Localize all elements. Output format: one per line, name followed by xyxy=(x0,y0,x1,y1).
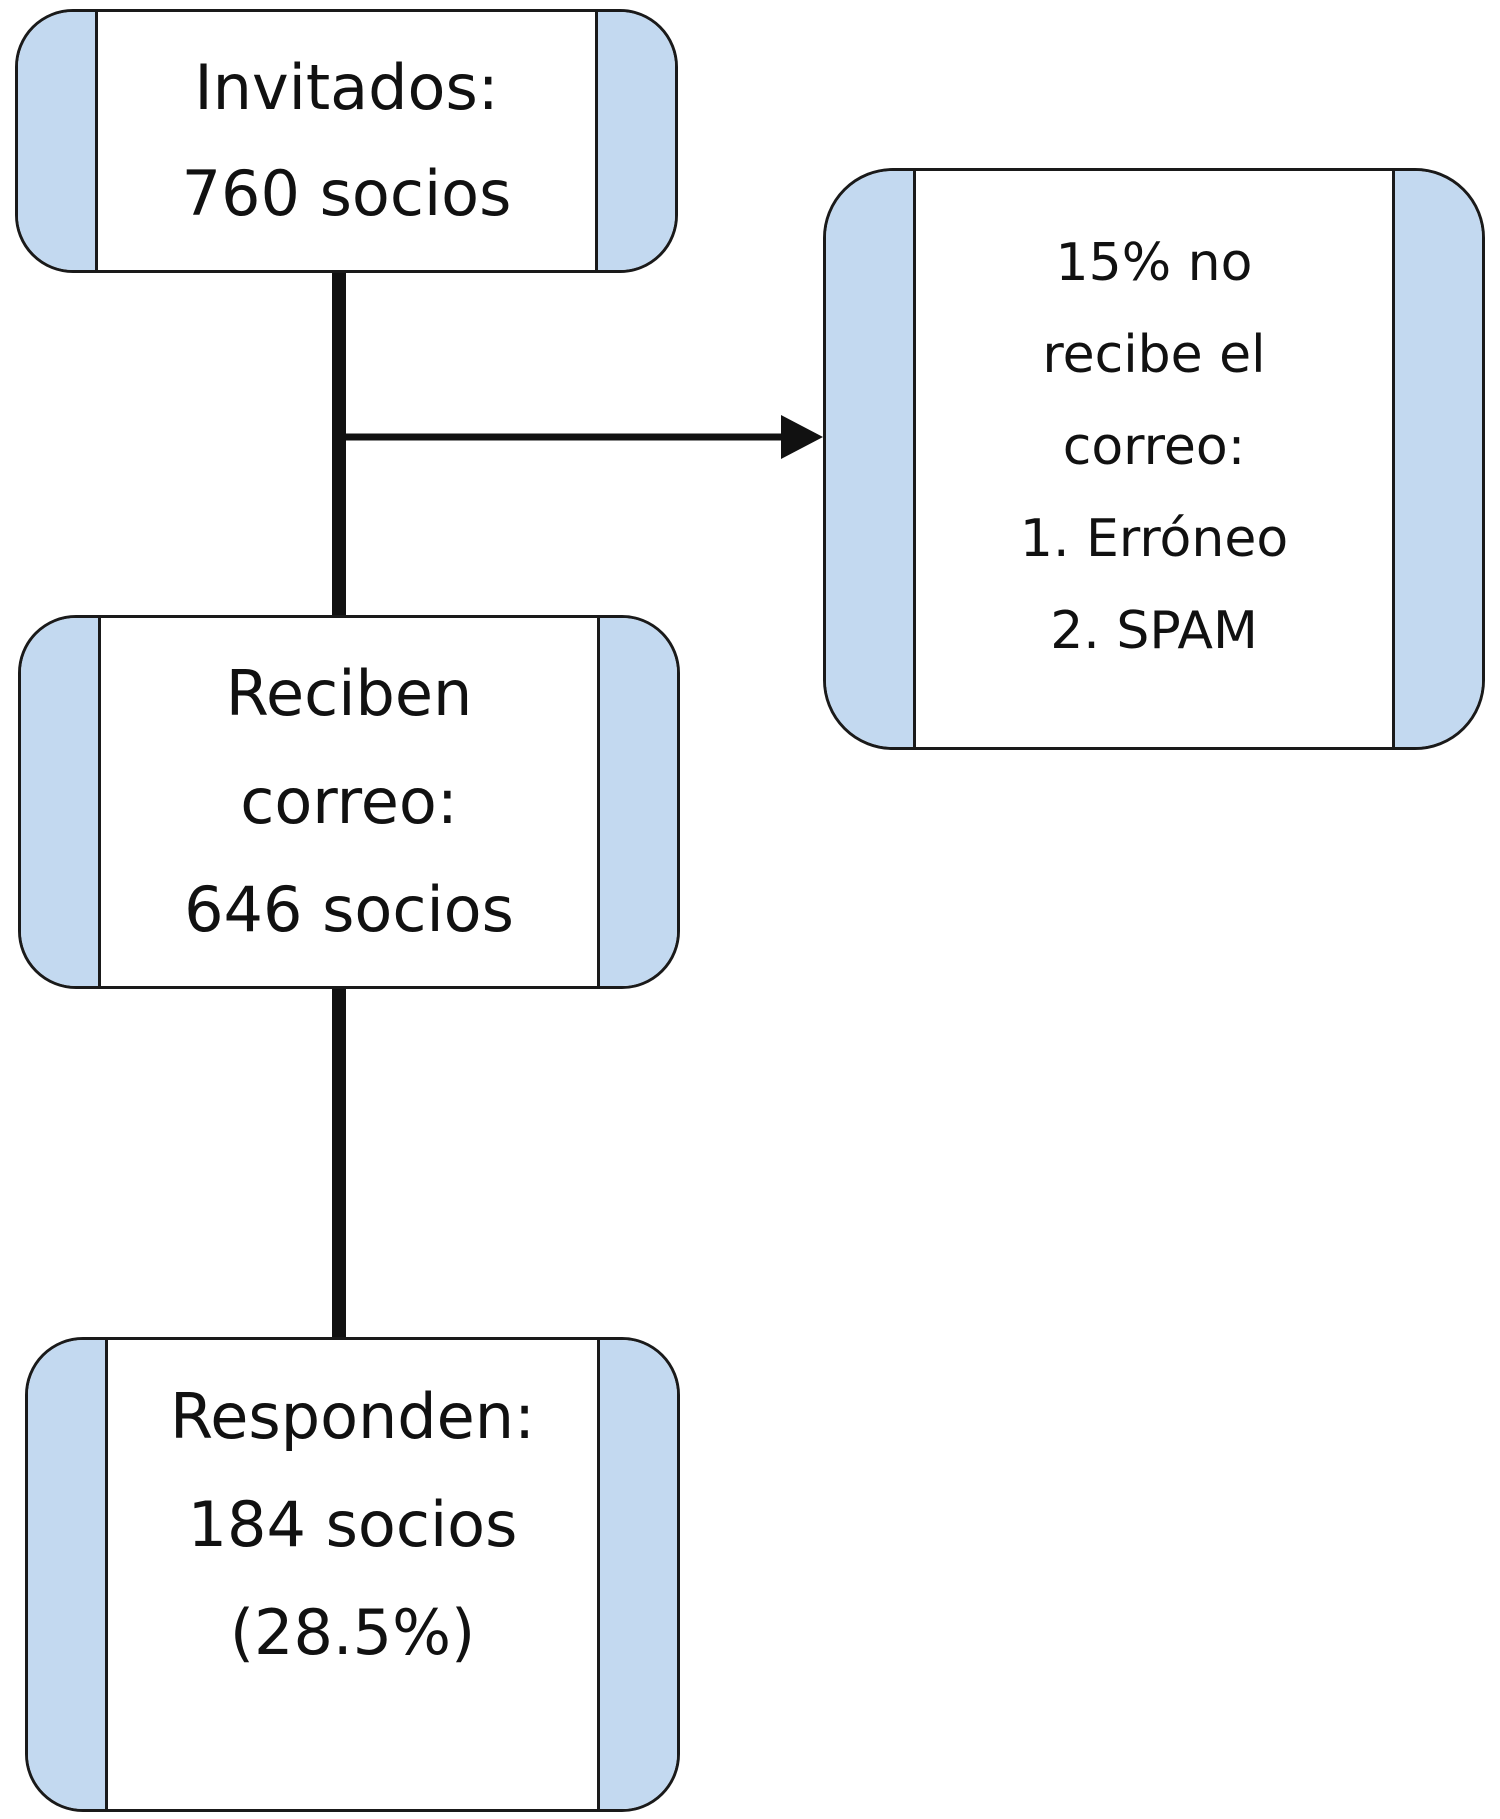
node-side-band-right xyxy=(597,618,677,986)
node-no-recibe: 15% no recibe el correo: 1. Erróneo 2. S… xyxy=(823,168,1485,750)
node-label-line: 1. Erróneo xyxy=(1019,509,1289,569)
node-side-band-left xyxy=(826,171,916,747)
node-side-band-left xyxy=(21,618,101,986)
node-side-band-right xyxy=(597,1340,677,1809)
node-label-line: 15% no xyxy=(1055,233,1253,293)
node-label-line: Invitados: xyxy=(194,51,499,124)
node-label-line: Reciben xyxy=(225,657,473,730)
node-label-line: 2. SPAM xyxy=(1050,601,1258,661)
node-text: Responden: 184 socios (28.5%) xyxy=(108,1340,597,1809)
node-label-line: (28.5%) xyxy=(229,1596,476,1669)
node-label-line: recibe el xyxy=(1042,325,1266,385)
node-text: Reciben correo: 646 socios xyxy=(101,618,597,986)
node-label-line: correo: xyxy=(240,765,458,838)
node-side-band-right xyxy=(1392,171,1482,747)
arrowhead-icon xyxy=(781,415,823,459)
node-label-line: 646 socios xyxy=(184,873,514,946)
node-text: Invitados: 760 socios xyxy=(98,12,595,270)
node-responden: Responden: 184 socios (28.5%) xyxy=(25,1337,680,1812)
node-side-band-left xyxy=(18,12,98,270)
node-reciben: Reciben correo: 646 socios xyxy=(18,615,680,989)
node-invitados: Invitados: 760 socios xyxy=(15,9,678,273)
node-label-line: Responden: xyxy=(169,1380,535,1453)
node-text: 15% no recibe el correo: 1. Erróneo 2. S… xyxy=(916,171,1392,747)
node-side-band-right xyxy=(595,12,675,270)
node-label-line: 184 socios xyxy=(187,1488,518,1561)
node-side-band-left xyxy=(28,1340,108,1809)
node-label-line: 760 socios xyxy=(181,157,512,230)
node-label-line: correo: xyxy=(1062,417,1246,477)
